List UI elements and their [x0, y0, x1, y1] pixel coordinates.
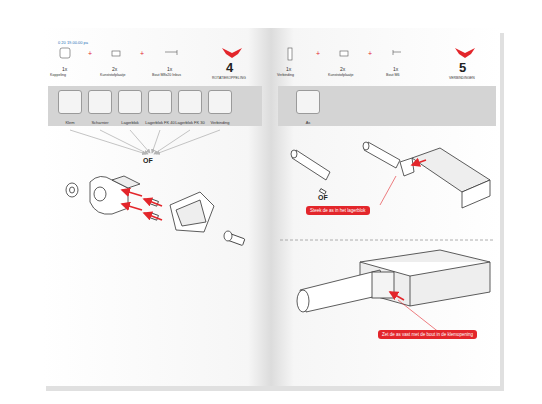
- step-title: VERBINDINGEN: [449, 76, 475, 80]
- part-name: Klem: [53, 121, 87, 125]
- svg-text:+: +: [88, 50, 92, 57]
- part-name: Lagerblok FK 30: [173, 121, 207, 125]
- part-tile: Scharnier: [88, 90, 112, 114]
- step-title: ROTATIEKOPPELING: [212, 76, 246, 80]
- callout-note: Zet de as vast met de bout in de klemope…: [378, 330, 477, 339]
- part-tile: Lagerblok FK 40: [148, 90, 172, 114]
- part-tile: Lagerblok FK 30: [178, 90, 202, 114]
- callout-text: Zet de as vast met de bout in de klemope…: [382, 332, 473, 337]
- part-name: Verbinding: [203, 121, 237, 125]
- step-number: 4: [226, 60, 233, 75]
- part-name: Verbinding: [277, 73, 294, 77]
- part-name: Scharnier: [83, 121, 117, 125]
- part-name: Kunststofplaatje: [100, 73, 126, 77]
- quantity: 1x: [167, 66, 172, 72]
- part-name: Lagerblok FK 40: [143, 121, 177, 125]
- part-tile: Klem: [58, 90, 82, 114]
- part-name: Bout M6: [386, 73, 399, 77]
- step-number: 5: [459, 60, 466, 75]
- quantity: 1x: [286, 66, 291, 72]
- or-label: OF: [143, 157, 153, 164]
- callout-note: Steek de as in het lagerblok: [306, 206, 370, 215]
- part-number: 0 20 19.00.00 pa: [58, 40, 88, 45]
- quantity: 2x: [112, 66, 117, 72]
- part-name: Kunststofplaatje: [328, 73, 354, 77]
- quantity: 2x: [340, 66, 345, 72]
- part-tile: As: [296, 90, 320, 114]
- svg-text:+: +: [140, 50, 144, 57]
- part-name: As: [291, 121, 325, 125]
- svg-text:+: +: [316, 50, 320, 57]
- part-tile: Verbinding: [208, 90, 232, 114]
- part-name: Lagerblok: [113, 121, 147, 125]
- part-tile: Lagerblok: [118, 90, 142, 114]
- quantity: 1x: [393, 66, 398, 72]
- part-name: Koppeling: [50, 73, 66, 77]
- callout-text: Steek de as in het lagerblok: [310, 208, 366, 213]
- svg-text:+: +: [368, 50, 372, 57]
- quantity: 1x: [62, 66, 67, 72]
- part-name: Bout M8x20 Inbus: [152, 73, 181, 77]
- or-label: OF: [318, 194, 328, 201]
